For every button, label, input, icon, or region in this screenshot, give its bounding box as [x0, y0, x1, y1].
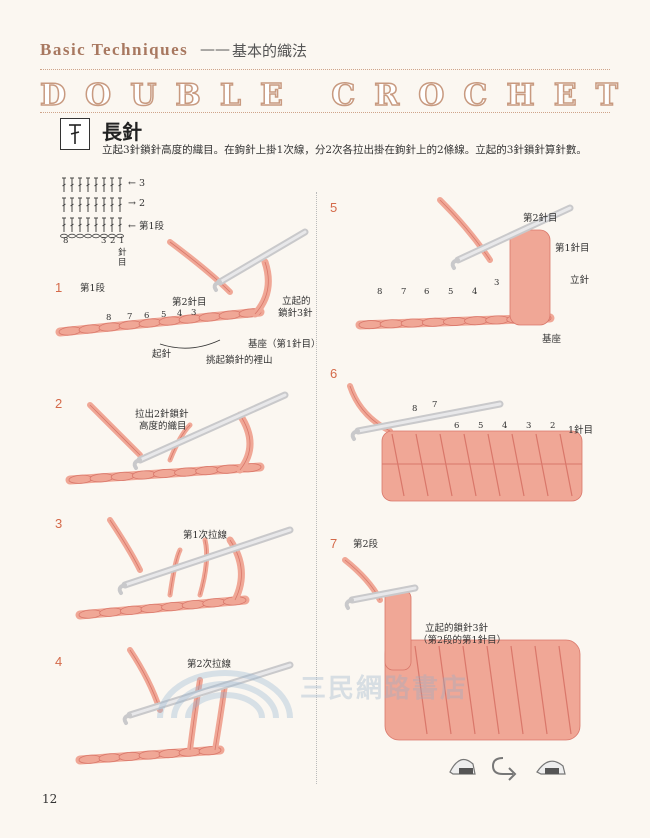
- step-1-num-4: 4: [177, 309, 183, 319]
- chart-row-label-2: → 2: [128, 198, 146, 209]
- step-5-label-1st: 第1針目: [555, 243, 590, 254]
- step-6-label-1st: 1針目: [568, 425, 594, 436]
- step-3-label: 第1次拉線: [183, 530, 228, 541]
- step-1-label-2nd-stitch: 第2針目: [172, 297, 207, 308]
- section-title-cn: 基本的織法: [232, 42, 308, 60]
- step-number-6: 6: [330, 366, 338, 381]
- step-number-5: 5: [330, 200, 338, 215]
- header-separator: ——: [200, 40, 230, 58]
- step-5-label-2nd: 第2針目: [523, 213, 558, 224]
- step-number-1: 1: [55, 280, 63, 295]
- chart-num-2: 2: [110, 236, 116, 246]
- step-6-illustration: [347, 383, 583, 502]
- header-rule-top: [40, 69, 610, 70]
- step-5-label-turning: 立針: [570, 275, 590, 286]
- step-6-num-2: 2: [550, 421, 556, 431]
- step-1-num-7: 7: [127, 312, 133, 322]
- watermark-logo: [157, 670, 293, 719]
- step-5-label-base: 基座: [542, 334, 562, 345]
- main-title-letter: D: [39, 77, 69, 114]
- step-5-illustration: [355, 197, 574, 330]
- step-5-num-4: 4: [472, 287, 478, 297]
- step-6-num-5: 5: [478, 421, 484, 431]
- step-3-illustration: [75, 517, 294, 620]
- step-number-3: 3: [55, 516, 63, 531]
- page-number: 12: [42, 792, 58, 806]
- column-divider: [316, 192, 317, 784]
- symbol-chart: [60, 177, 124, 239]
- main-title-letter: O: [417, 77, 447, 114]
- step-4-label: 第2次拉線: [187, 659, 232, 670]
- main-title-letter: R: [374, 77, 402, 114]
- step-1-num-6: 6: [144, 311, 150, 321]
- step-6-num-6: 6: [454, 421, 460, 431]
- chart-num-3: 3: [101, 236, 107, 246]
- step-1-label-foundation: 起針: [152, 349, 172, 360]
- step-5-num-5: 5: [448, 287, 454, 297]
- main-title-letter: C: [463, 77, 490, 114]
- main-title-letter: E: [259, 77, 285, 114]
- stitch-description: 立起3針鎖針高度的織目。在鉤針上掛1次線，分2次各拉出掛在鉤針上的2條線。立起的…: [102, 144, 587, 156]
- step-number-7: 7: [330, 536, 338, 551]
- step-1-illustration: [55, 228, 309, 349]
- step-7-caption: 第2段: [353, 539, 379, 550]
- chart-row-label-1: ← 第1段: [128, 221, 165, 232]
- section-title-en: Basic Techniques: [40, 40, 189, 59]
- watermark: 三民網路書店: [300, 674, 469, 704]
- step-1-caption: 第1段: [80, 283, 106, 294]
- step-7-label-1: 立起的鎖針3針: [425, 623, 489, 634]
- main-title-letter: U: [129, 77, 159, 114]
- step-number-2: 2: [55, 396, 63, 411]
- step-1-num-8: 8: [106, 313, 112, 323]
- header-rule-bottom: [40, 112, 610, 113]
- chart-num-1: 1: [119, 236, 125, 246]
- step-2-label-1: 拉出2針鎖針: [135, 409, 189, 420]
- turn-work-icon: [449, 757, 566, 781]
- step-2-label-2: 高度的織目: [139, 421, 187, 432]
- chart-num-8: 8: [63, 236, 69, 246]
- step-6-num-4: 4: [502, 421, 508, 431]
- main-title-letter: O: [84, 77, 114, 114]
- step-7-illustration: [342, 557, 581, 741]
- step-4-illustration: [75, 647, 294, 765]
- step-1-label-back-bump: 挑起鎖針的裡山: [206, 355, 273, 366]
- step-1-label-turning-1: 立起的: [282, 296, 311, 307]
- step-6-num-3: 3: [526, 421, 532, 431]
- step-1-num-5: 5: [161, 310, 167, 320]
- chart-vertical-label-1: 針: [118, 248, 127, 258]
- chart-row-label-3: ← 3: [128, 178, 146, 189]
- main-title-letter: T: [595, 77, 620, 114]
- step-5-num-8: 8: [377, 287, 383, 297]
- step-2-illustration: [65, 391, 289, 485]
- main-title-letter: B: [175, 77, 203, 114]
- double-crochet-symbol-icon: [60, 118, 90, 150]
- main-title-letter: E: [553, 77, 579, 114]
- stitch-title: 長針: [102, 120, 142, 144]
- step-1-label-base: 基座（第1針目）: [248, 339, 321, 350]
- step-6-num-7: 7: [432, 400, 438, 410]
- chart-vertical-label-2: 目: [118, 258, 127, 268]
- main-title-letter: H: [506, 77, 537, 114]
- step-5-num-7: 7: [401, 287, 407, 297]
- step-5-num-3: 3: [494, 278, 500, 288]
- step-6-num-8: 8: [412, 404, 418, 414]
- main-title-space: [302, 78, 314, 113]
- main-title-letter: C: [331, 77, 358, 114]
- step-1-label-turning-2: 鎖針3針: [278, 308, 313, 319]
- main-title-letter: L: [219, 77, 243, 114]
- step-7-label-2: （第2段的第1針目）: [418, 635, 507, 646]
- step-number-4: 4: [55, 654, 63, 669]
- step-1-num-3: 3: [191, 308, 197, 318]
- step-5-num-6: 6: [424, 287, 430, 297]
